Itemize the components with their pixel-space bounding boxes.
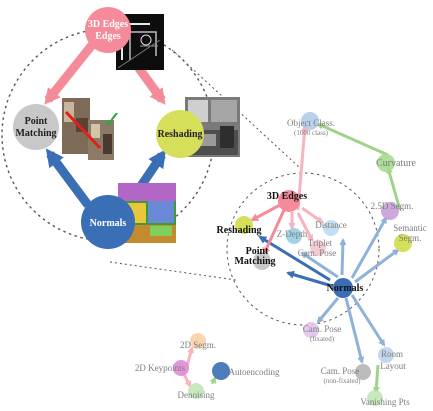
zoom-label-3d-edges-1: 3D Edges: [88, 19, 128, 30]
label-curvature: Curvature: [376, 158, 417, 169]
node-3d-edges: [278, 190, 300, 212]
node-cam-pose-nonfix: [355, 364, 371, 380]
label-25d-segm: 2.5D Segm.: [371, 201, 414, 211]
label-3d-edges: 3D Edges: [267, 191, 307, 202]
node-object-class: [301, 112, 319, 130]
label-triplet-1: Triplet: [308, 238, 333, 248]
zoom-label-point: Point: [25, 116, 48, 127]
label-semantic-1: Semantic: [393, 223, 427, 233]
zoom-label-normals: Normals: [90, 218, 127, 229]
label-semantic-2: Segm.: [399, 233, 422, 243]
label-object-class-2: (1000 class): [294, 129, 329, 137]
node-curvature: [377, 154, 395, 172]
label-matching: Matching: [234, 256, 275, 267]
node-denoising: [188, 383, 204, 399]
label-cam-pose-nonfix-1: Cam. Pose: [321, 366, 360, 376]
label-cam-pose-fix-1: Cam. Pose: [303, 324, 342, 334]
graph-edges: [181, 122, 402, 394]
label-cam-pose-fix-2: (fixated): [310, 335, 335, 343]
pointmatching-thumbnails: [62, 98, 114, 160]
label-object-class-1: Object Class.: [287, 118, 335, 128]
node-autoencoding: [212, 362, 230, 380]
label-normals: Normals: [327, 283, 364, 294]
label-z-depth: Z-Depth: [277, 229, 308, 239]
node-semantic-segm: [394, 234, 412, 252]
node-reshading: [235, 216, 253, 234]
node-triplet: [310, 240, 326, 256]
label-triplet-2: Cam. Pose: [298, 248, 337, 258]
zoom-panel: ✓ 3D Edges Edges Point Matching Reshadin…: [1, 7, 240, 249]
node-vanishing-pts: [367, 390, 383, 406]
zoom-connector-lines: [109, 49, 301, 281]
label-layout: Layout: [380, 361, 406, 371]
node-room-layout: [378, 347, 394, 363]
label-autoencoding: Autoencoding: [229, 367, 280, 377]
node-z-depth: [286, 228, 302, 244]
zoom-label-matching: Matching: [15, 128, 56, 139]
arrow-edges-to-pointmatching: [44, 42, 96, 105]
zoom-label-3d-edges-2: Edges: [95, 31, 121, 42]
label-reshading: Reshading: [216, 225, 261, 236]
check-mark-icon: ✓: [102, 106, 122, 134]
label-distance: Distance: [315, 220, 347, 230]
label-room: Room: [381, 349, 403, 359]
zoom-label-reshading: Reshading: [157, 129, 202, 140]
zoom-node-reshading: [156, 110, 204, 158]
label-denoising: Denoising: [178, 390, 215, 400]
node-25d-segm: [381, 202, 399, 220]
label-2d-keypoints: 2D Keypoints: [135, 363, 186, 373]
graph-labels: Object Class. (1000 class) Curvature 2.5…: [135, 118, 427, 407]
node-point-matching: [253, 252, 271, 270]
zoom-node-point-matching: [13, 104, 59, 150]
node-cam-pose-fix: [303, 322, 319, 338]
edges-thumbnail: [116, 14, 164, 70]
graph-nodes: [173, 112, 412, 406]
node-distance: [323, 220, 339, 236]
node-2d-keypoints: [173, 360, 189, 376]
label-point: Point: [246, 246, 269, 257]
cluster-circle: [226, 172, 380, 326]
node-2d-segm: [190, 333, 206, 349]
label-vanishing-pts: Vanishing Pts: [360, 397, 410, 407]
label-2d-segm: 2D Segm.: [180, 340, 216, 350]
node-normals: [333, 278, 353, 298]
arrow-normals-to-pointmatching: [45, 148, 92, 208]
label-cam-pose-nonfix-2: (non-fixated): [324, 377, 362, 385]
zoom-node-3d-edges: [85, 7, 131, 53]
zoom-node-normals: [81, 195, 135, 249]
